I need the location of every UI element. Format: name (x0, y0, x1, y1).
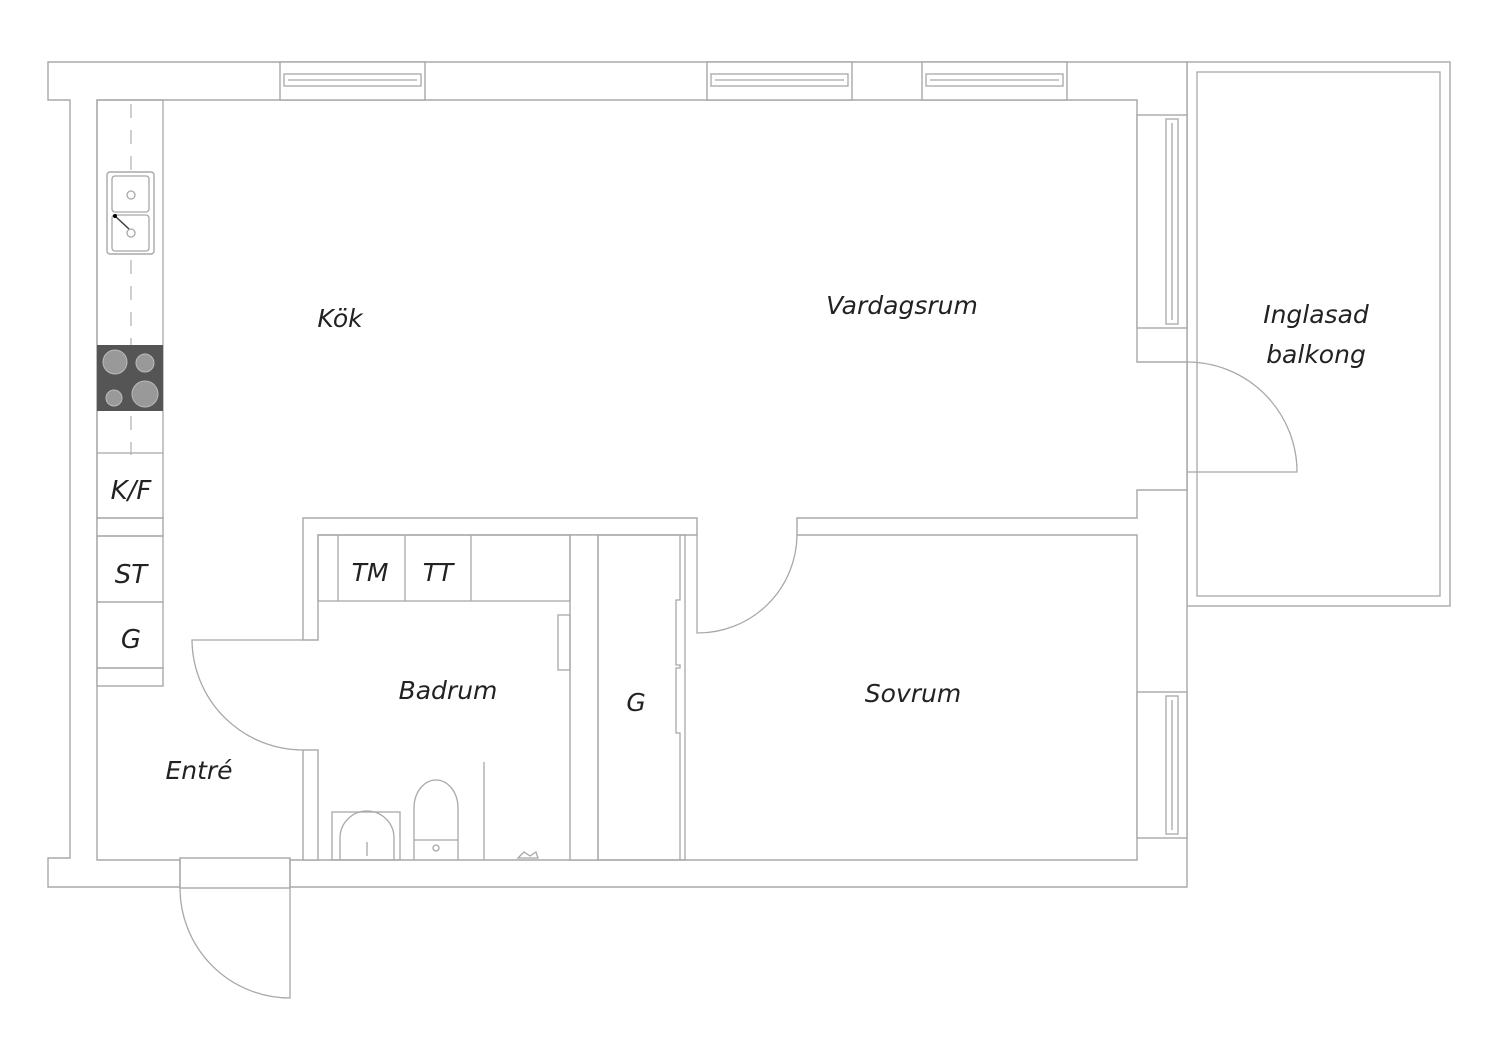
window (921, 61, 1068, 101)
bedroom-label: Sovrum (865, 679, 961, 708)
window (1136, 114, 1188, 329)
floor-drain-icon (516, 850, 539, 859)
balcony (1186, 61, 1451, 607)
exterior-walls (47, 61, 1188, 889)
room-labels: Kök Vardagsrum Inglasad balkong Badrum G… (165, 291, 1368, 785)
sink-icon (106, 171, 155, 255)
bathroom-label: Badrum (399, 676, 498, 705)
window (1136, 691, 1188, 839)
living-room-label: Vardagsrum (826, 291, 978, 320)
balcony-label-line1: Inglasad (1263, 300, 1369, 329)
storage-cabinets: ST G (96, 535, 164, 669)
balcony-label-line2: balkong (1266, 340, 1366, 369)
washbasin-icon (331, 810, 401, 861)
hall-wardrobe-label: G (626, 688, 645, 717)
bathroom-door (191, 639, 304, 751)
kitchen-label: Kök (317, 304, 364, 333)
fridge-freezer-label: K/F (111, 476, 153, 506)
entrance-door (179, 886, 291, 999)
doors (179, 361, 1298, 999)
bathroom-fixtures (331, 614, 571, 861)
hall-wardrobe (597, 534, 686, 861)
washing-machine-label: TM (352, 558, 389, 587)
tumble-dryer-label: TT (423, 558, 455, 587)
bedroom-door (696, 534, 798, 634)
window (706, 61, 853, 101)
windows (279, 61, 1188, 839)
interior-walls (96, 517, 698, 861)
toilet-icon (413, 779, 459, 860)
wardrobe-label: G (121, 625, 141, 655)
entrance-label: Entré (165, 756, 232, 785)
storage-label: ST (115, 560, 150, 590)
stove-icon (97, 345, 163, 411)
balcony-door (1186, 361, 1298, 473)
radiator-icon (557, 614, 571, 671)
laundry-units: TM TT (317, 534, 571, 602)
window (279, 61, 426, 101)
kitchen-counter: K/F (96, 99, 164, 519)
